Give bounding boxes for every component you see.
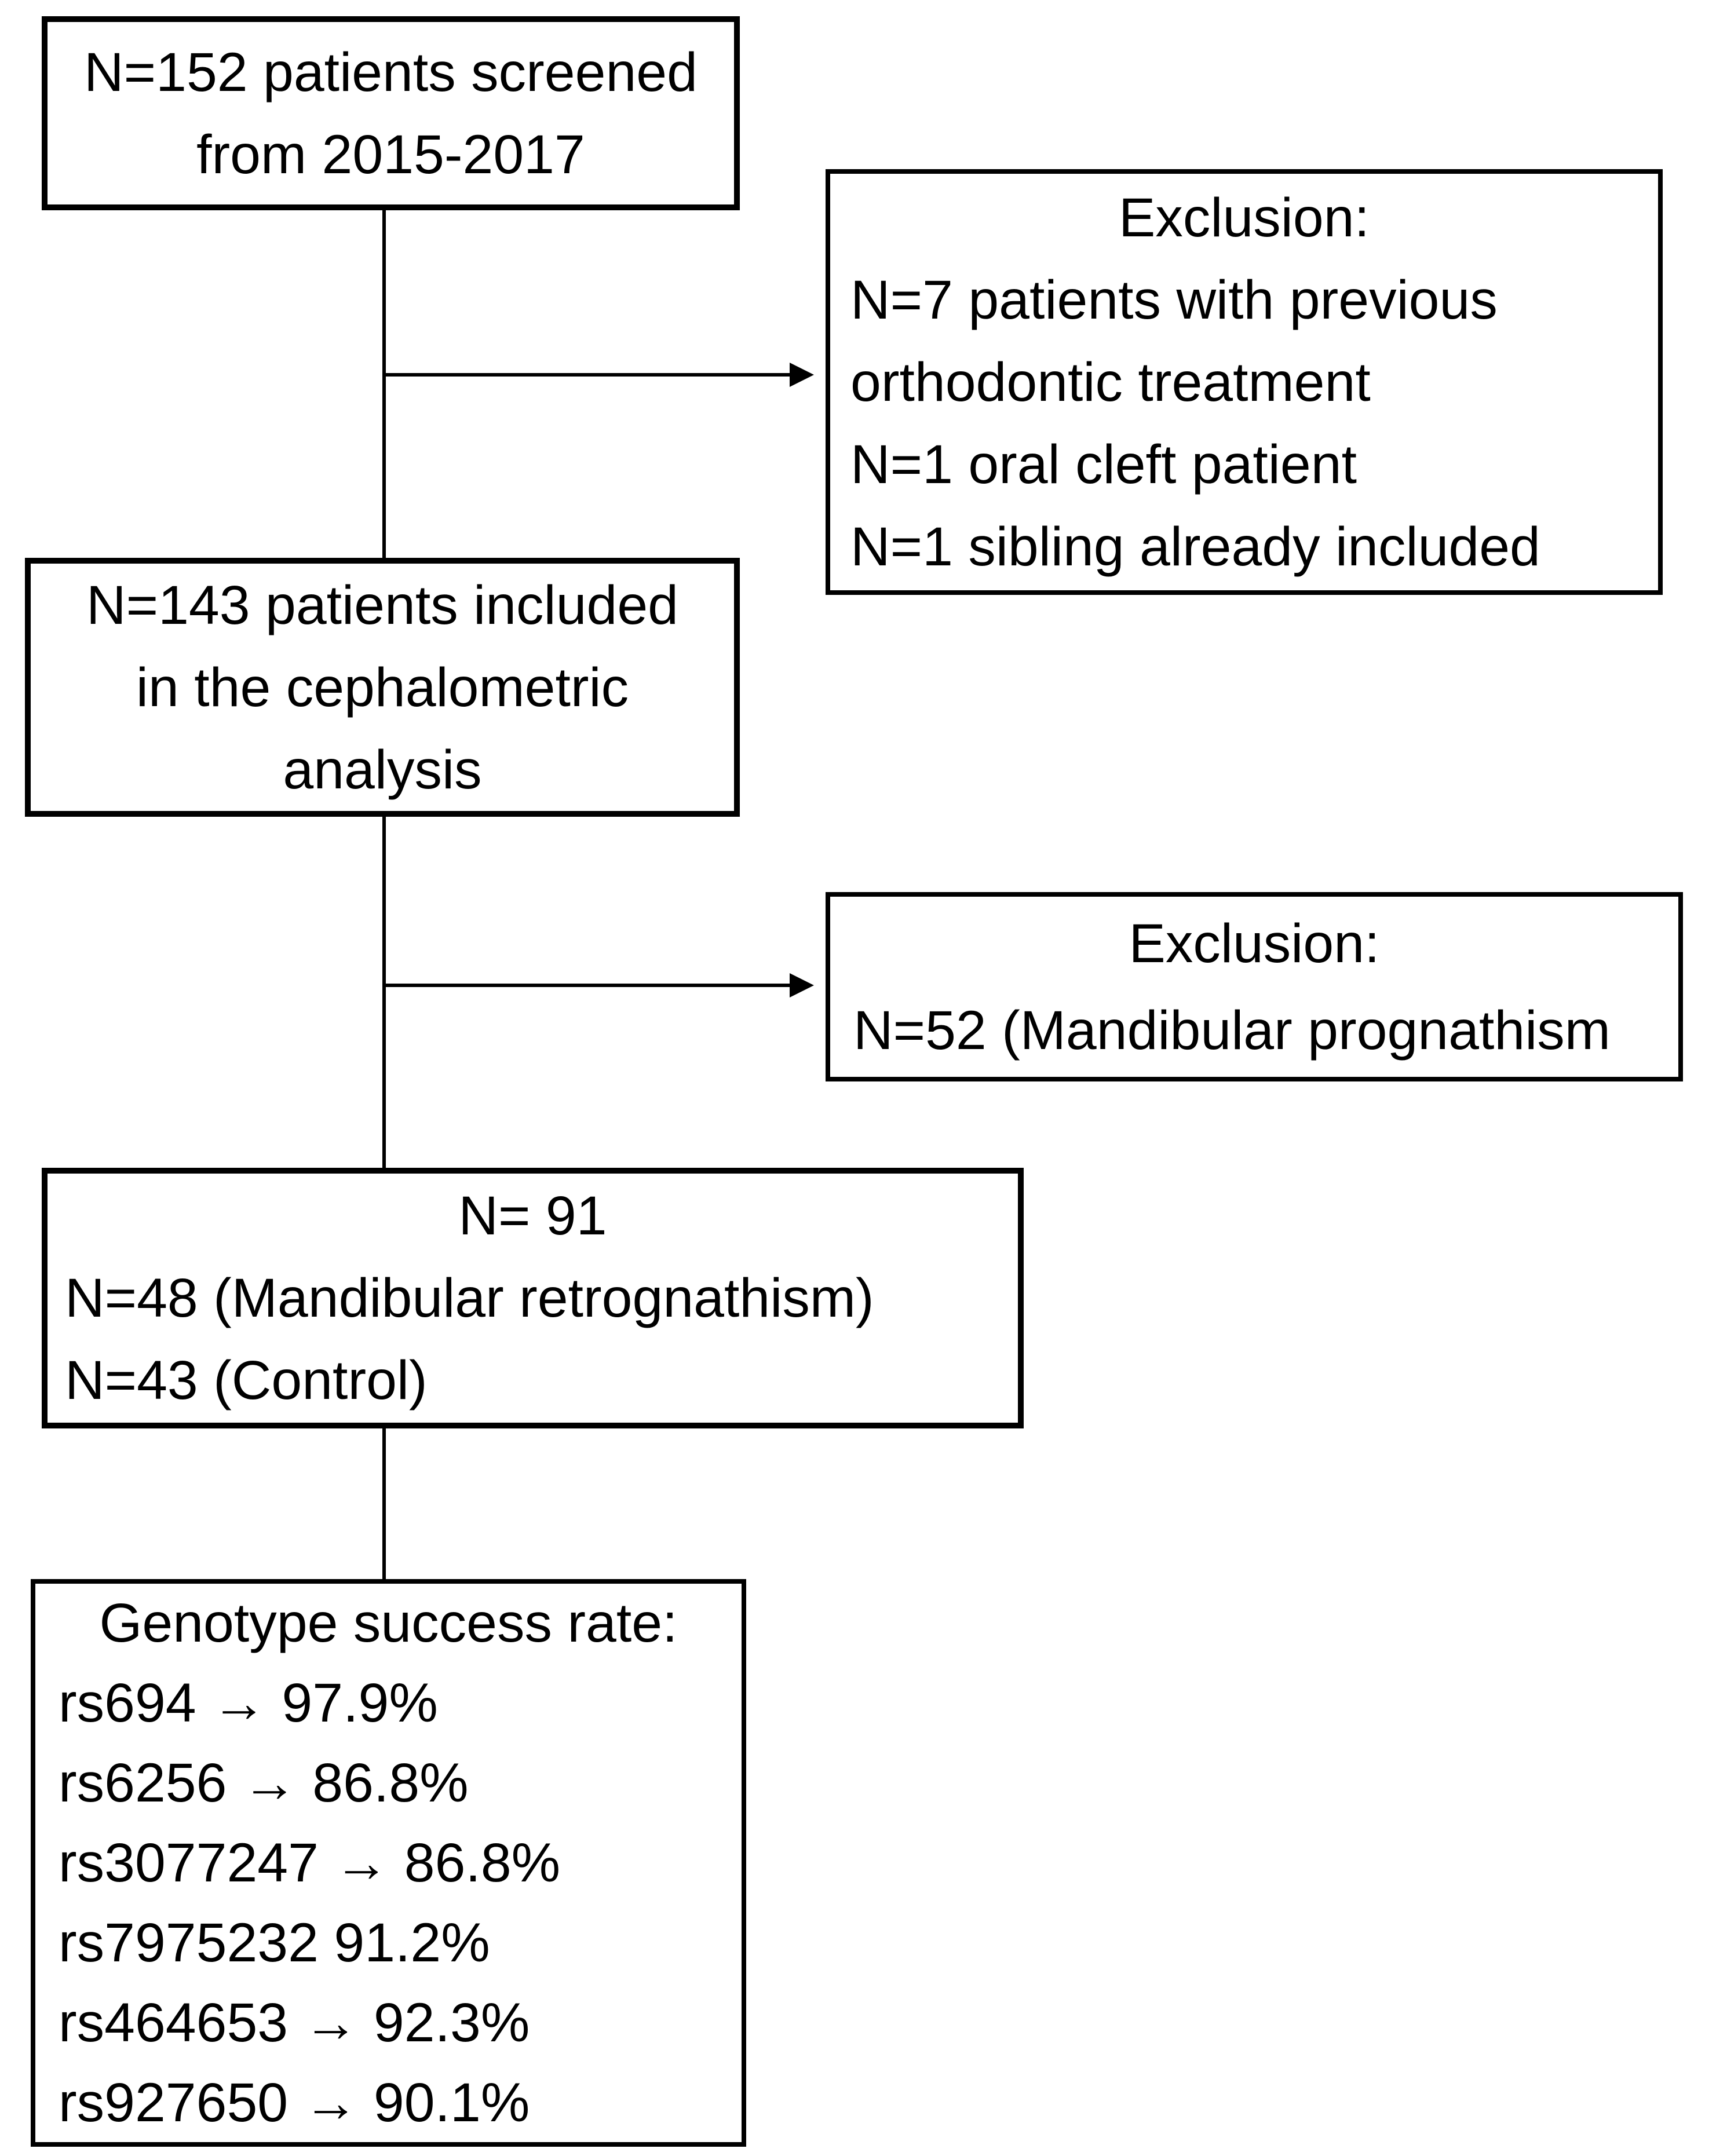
box-patients-included: N=143 patients included in the cephalome…	[25, 558, 740, 817]
exclusion-arrow-line	[384, 373, 790, 377]
box-line: rs6256 → 86.8%	[59, 1752, 469, 1814]
box-title: Exclusion:	[1129, 912, 1380, 974]
box-line: N=1 oral cleft patient	[850, 433, 1357, 495]
box-line: N=152 patients screened	[84, 41, 698, 103]
box-line: from 2015-2017	[196, 123, 585, 185]
box-genotype-success-rate: Genotype success rate: rs694 → 97.9% rs6…	[31, 1579, 746, 2147]
box-exclusion-2: Exclusion: N=52 (Mandibular prognathism	[826, 892, 1683, 1081]
box-line: rs694 → 97.9%	[59, 1672, 438, 1734]
right-arrowhead-icon	[790, 363, 814, 387]
exclusion-arrow-line	[384, 984, 790, 987]
box-line: in the cephalometric	[136, 656, 629, 718]
box-patients-screened: N=152 patients screened from 2015-2017	[42, 16, 740, 210]
box-line: rs464653 → 92.3%	[59, 1992, 530, 2053]
box-title: Genotype success rate:	[99, 1592, 678, 1654]
box-title: Exclusion:	[1119, 187, 1370, 249]
box-line: N=143 patients included	[86, 574, 678, 636]
box-line: N=1 sibling already included	[850, 516, 1540, 578]
connector-vertical-line	[382, 1427, 386, 1580]
box-line: orthodontic treatment	[850, 351, 1371, 413]
box-line: N=48 (Mandibular retrognathism)	[65, 1267, 874, 1329]
box-title: N= 91	[458, 1185, 607, 1247]
box-line: N=43 (Control)	[65, 1350, 428, 1411]
box-line: rs7975232 91.2%	[59, 1912, 490, 1974]
connector-vertical-line	[382, 816, 386, 1169]
box-final-groups: N= 91 N=48 (Mandibular retrognathism) N=…	[42, 1168, 1024, 1428]
box-line: N=7 patients with previous	[850, 269, 1498, 331]
box-line: rs3077247 → 86.8%	[59, 1832, 561, 1894]
box-exclusion-1: Exclusion: N=7 patients with previous or…	[826, 169, 1663, 595]
connector-vertical-line	[382, 209, 386, 559]
right-arrowhead-icon	[790, 973, 814, 997]
box-line: analysis	[283, 739, 482, 801]
box-line: rs927650 → 90.1%	[59, 2072, 530, 2133]
box-line: N=52 (Mandibular prognathism	[853, 999, 1611, 1061]
